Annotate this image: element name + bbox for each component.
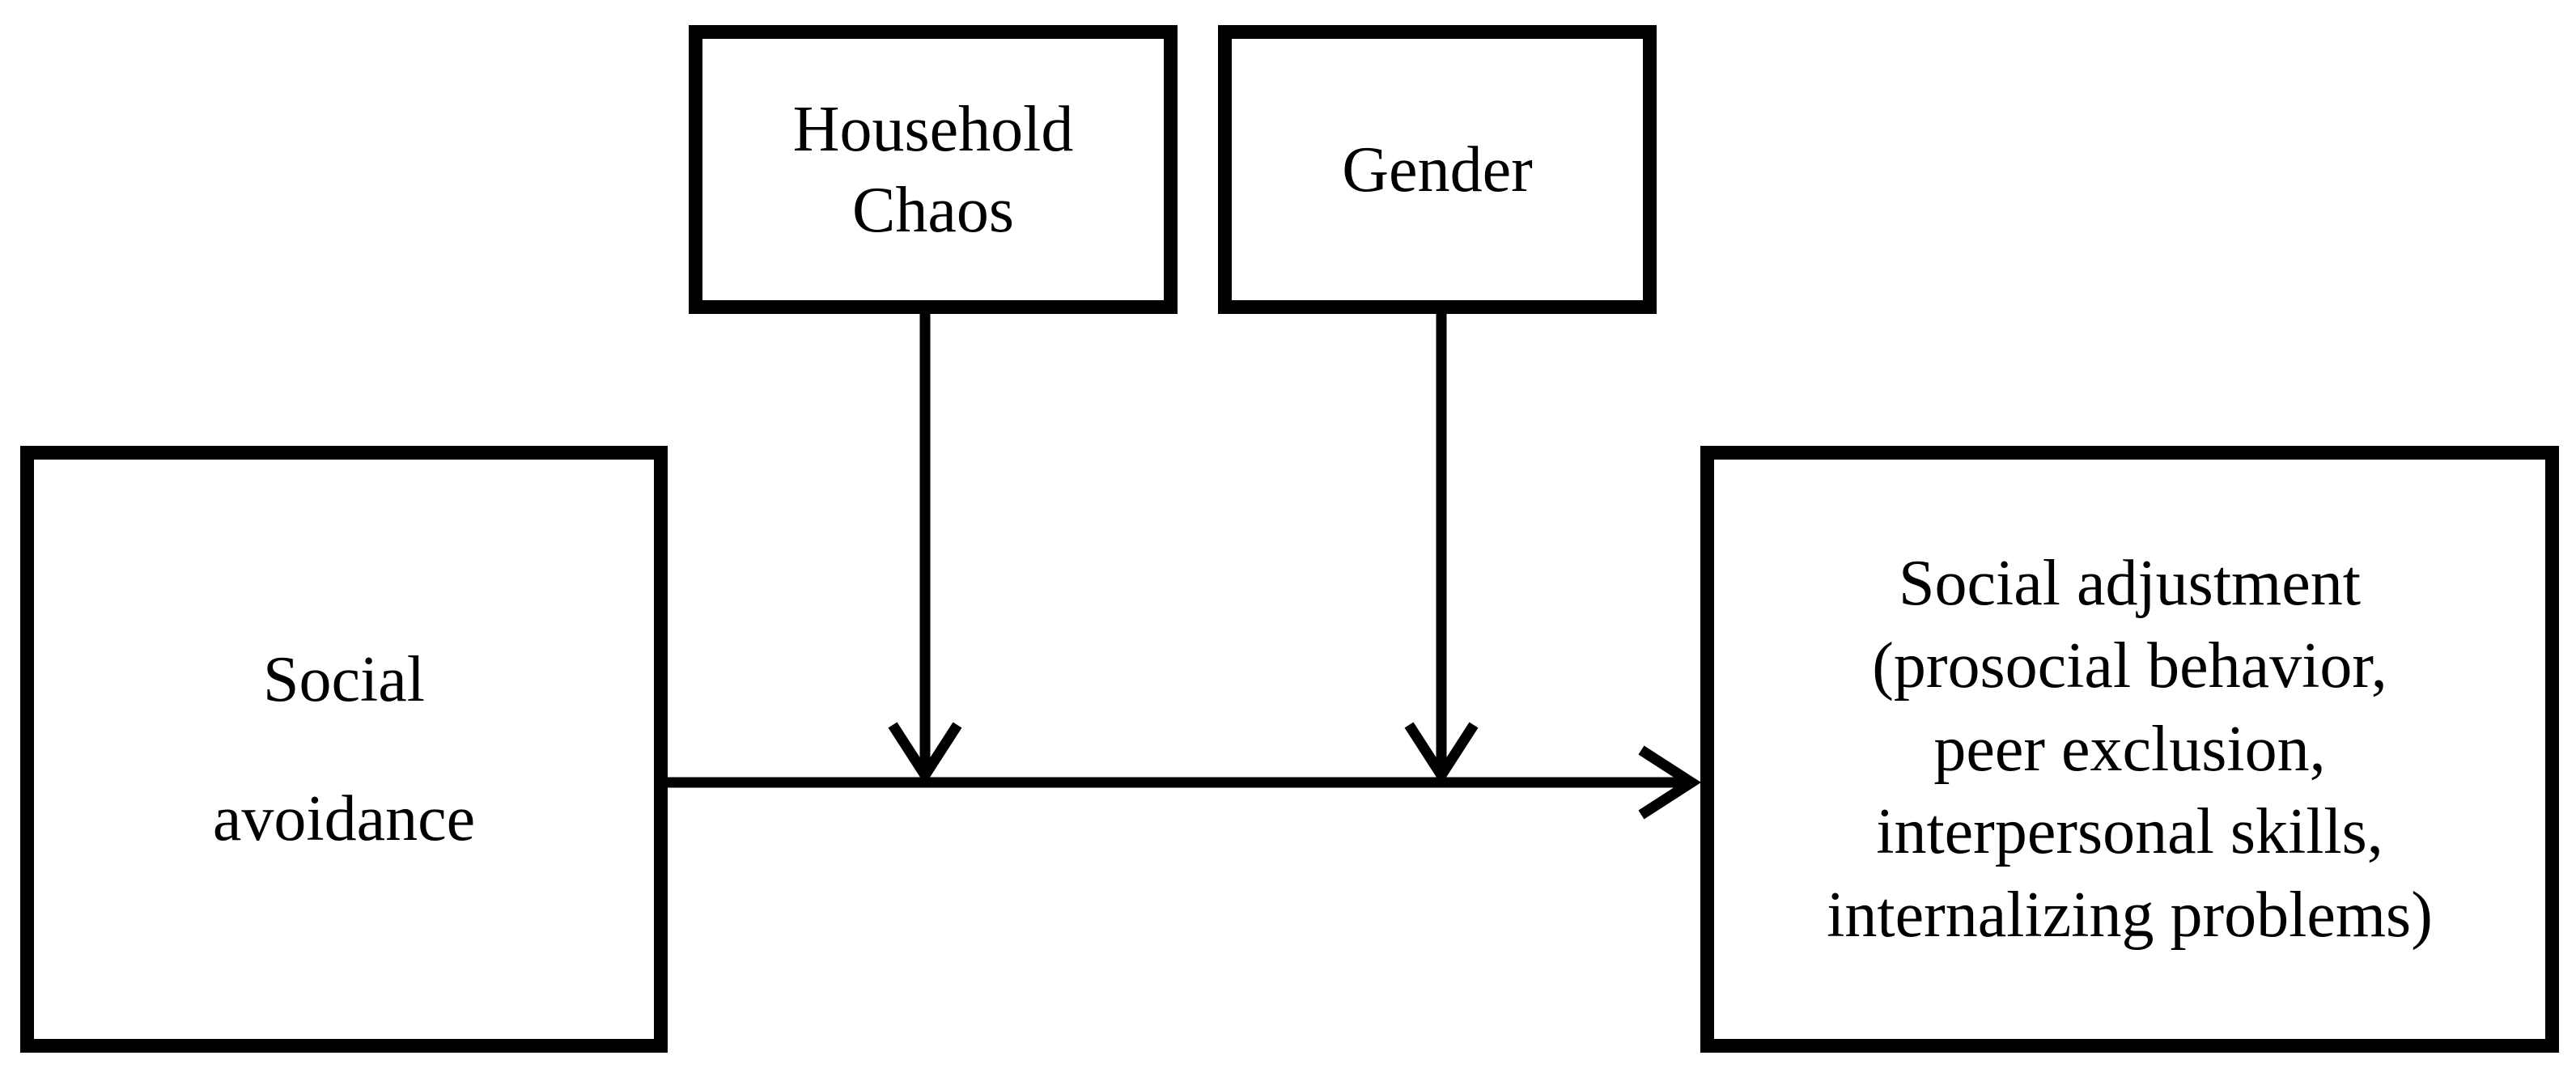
household-chaos-node: Household Chaos	[689, 25, 1178, 314]
social-avoidance-node: Social avoidance	[20, 446, 668, 1053]
social-adjustment-label-line-1: Social adjustment	[1898, 548, 2361, 620]
household-chaos-label-line-1: Household	[792, 93, 1074, 165]
social-adjustment-label-line-5: internalizing problems)	[1827, 879, 2433, 951]
household-chaos-moderator-arrowhead	[888, 722, 962, 785]
gender-moderator-arrowhead	[1404, 722, 1479, 785]
social-avoidance-label-line-1: Social	[263, 644, 425, 715]
social-adjustment-label-line-4: interpersonal skills,	[1876, 796, 2383, 868]
social-adjustment-label-line-2: (prosocial behavior,	[1872, 630, 2387, 702]
social-adjustment-node: Social adjustment (prosocial behavior, p…	[1700, 446, 2559, 1053]
gender-label: Gender	[1342, 134, 1533, 206]
social-avoidance-label-line-2: avoidance	[212, 783, 476, 854]
household-chaos-label-line-2: Chaos	[852, 174, 1014, 246]
social-adjustment-label-line-3: peer exclusion,	[1933, 713, 2326, 785]
direct-path-arrowhead	[1638, 745, 1701, 820]
gender-node: Gender	[1218, 25, 1657, 314]
